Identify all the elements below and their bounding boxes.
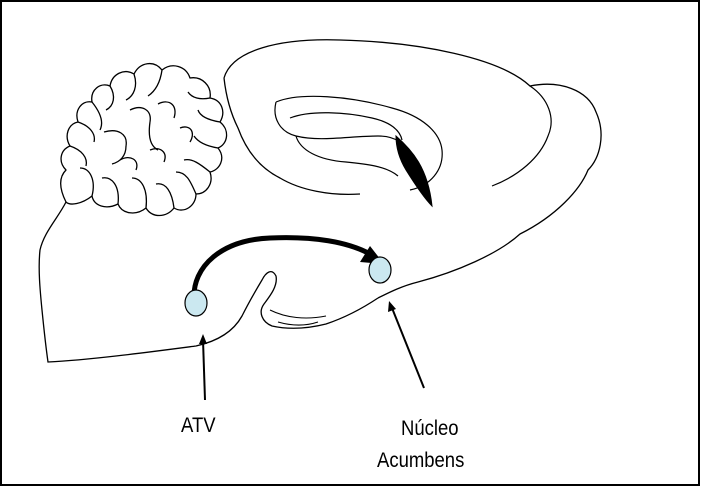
hypothalamus-crease — [270, 310, 326, 325]
atv-pointer-line — [203, 340, 205, 400]
dopamine-pathway-arrow — [194, 238, 370, 300]
nucleo-label: Núcleo — [401, 417, 459, 441]
cortex-posterior — [224, 78, 360, 194]
nucleus-accumbens — [369, 257, 391, 283]
nucleo-pointer-head — [388, 301, 396, 312]
lateral-ventricle — [396, 136, 432, 206]
cerebellum — [61, 64, 227, 216]
frontal-sulcus — [492, 86, 551, 186]
atv-nucleus — [185, 290, 207, 316]
nucleo-pointer-line — [392, 308, 424, 388]
acumbens-label: Acumbens — [377, 449, 464, 473]
atv-label: ATV — [181, 414, 216, 438]
brainstem-outline — [39, 202, 378, 362]
atv-pointer-head — [199, 334, 207, 344]
